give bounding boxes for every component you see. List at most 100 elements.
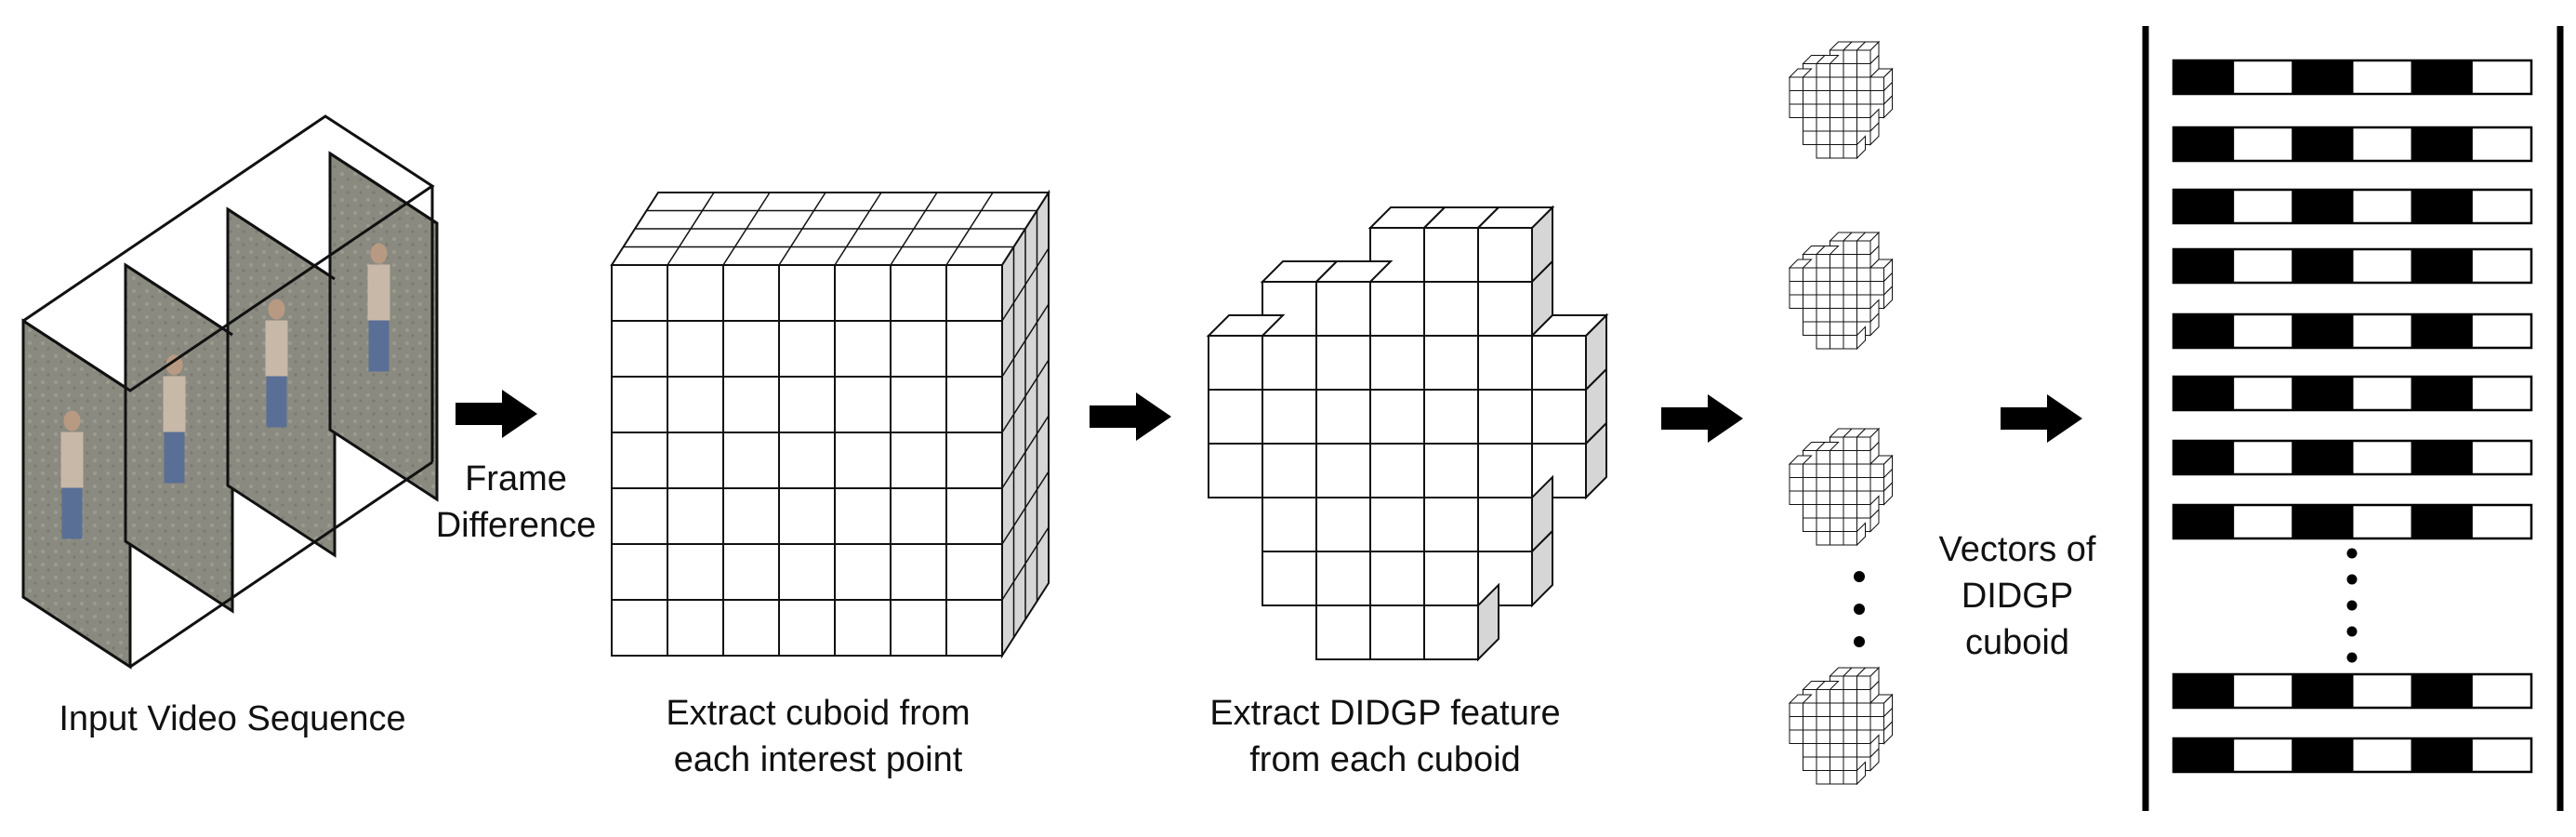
vector-black-segment bbox=[2292, 504, 2354, 539]
right-arrow-icon bbox=[1661, 394, 1743, 443]
mini-cell bbox=[1830, 321, 1844, 336]
mini-cell bbox=[1803, 463, 1817, 478]
mini-cell bbox=[1843, 756, 1857, 771]
vector-outline bbox=[2172, 439, 2533, 476]
didgp-vector bbox=[2172, 737, 2533, 774]
vector-outline bbox=[2172, 375, 2533, 412]
grid-line bbox=[722, 192, 771, 266]
didgp-cell bbox=[1262, 551, 1317, 606]
vector-black-segment bbox=[2411, 737, 2473, 773]
didgp-cell bbox=[1369, 604, 1425, 660]
mini-cell bbox=[1830, 90, 1844, 105]
ellipsis-vertical-icon bbox=[2346, 548, 2358, 663]
mini-cell bbox=[1869, 702, 1884, 717]
didgp-cell bbox=[1423, 281, 1479, 337]
mini-cell bbox=[1843, 49, 1857, 64]
mini-cell bbox=[1816, 517, 1830, 532]
mini-cell bbox=[1816, 144, 1830, 159]
mini-cell bbox=[1830, 117, 1844, 132]
vector-black-segment bbox=[2292, 440, 2354, 475]
right-arrow-icon bbox=[2001, 394, 2082, 443]
person-torso bbox=[367, 264, 390, 321]
mini-cell bbox=[1789, 267, 1803, 282]
mini-cell bbox=[1816, 716, 1830, 731]
mini-cell bbox=[1789, 463, 1803, 478]
didgp-cell bbox=[1477, 227, 1533, 283]
didgp-vector bbox=[2172, 503, 2533, 540]
mini-cell bbox=[1843, 770, 1857, 785]
frames-bottom-edge bbox=[129, 460, 433, 669]
mini-cell bbox=[1830, 130, 1844, 145]
mini-cell bbox=[1830, 63, 1844, 78]
frame-top-divider bbox=[329, 152, 438, 225]
vector-black-segment bbox=[2292, 313, 2354, 349]
mini-cell bbox=[1869, 90, 1884, 105]
mini-cell bbox=[1843, 308, 1857, 323]
vector-white-segment bbox=[2232, 60, 2294, 95]
didgp-cell bbox=[1477, 389, 1533, 445]
mini-cell bbox=[1803, 267, 1817, 282]
didgp-vector bbox=[2172, 59, 2533, 96]
didgp-cell bbox=[1262, 335, 1317, 391]
mini-cell bbox=[1830, 450, 1844, 465]
mini-cell bbox=[1856, 504, 1871, 519]
didgp-vector bbox=[2172, 439, 2533, 476]
didgp-cell bbox=[1208, 389, 1263, 445]
vector-white-segment bbox=[2232, 737, 2294, 773]
didgp-cell bbox=[1477, 281, 1533, 337]
mini-cell bbox=[1843, 689, 1857, 704]
vector-black-segment bbox=[2411, 60, 2473, 95]
vector-white-segment bbox=[2232, 248, 2294, 284]
mini-cell bbox=[1816, 463, 1830, 478]
vector-white-segment bbox=[2351, 737, 2413, 773]
mini-cell bbox=[1869, 463, 1884, 478]
didgp-cell bbox=[1423, 497, 1479, 552]
vector-white-segment bbox=[2470, 126, 2532, 162]
mini-cell bbox=[1816, 103, 1830, 118]
mini-cell bbox=[1856, 702, 1871, 717]
arrows bbox=[456, 390, 2082, 443]
mini-cell bbox=[1816, 756, 1830, 771]
mini-cell bbox=[1816, 281, 1830, 296]
didgp-cell bbox=[1315, 604, 1371, 660]
mini-cell bbox=[1830, 463, 1844, 478]
label-extract-didgp-line1: Extract DIDGP feature bbox=[1209, 694, 1561, 733]
didgp-vector bbox=[2172, 247, 2533, 285]
mini-cell bbox=[1789, 729, 1803, 744]
label-vectors-line2: DIDGP bbox=[1961, 577, 2074, 616]
mini-cell bbox=[1869, 281, 1884, 296]
label-input-video: Input Video Sequence bbox=[19, 696, 446, 742]
didgp-cell bbox=[1423, 389, 1479, 445]
person-torso bbox=[265, 320, 288, 377]
mini-cell bbox=[1816, 267, 1830, 282]
didgp-cell bbox=[1315, 335, 1371, 391]
mini-cell bbox=[1803, 702, 1817, 717]
didgp-cell bbox=[1315, 281, 1371, 337]
mini-cell bbox=[1803, 504, 1817, 519]
didgp-cell bbox=[1531, 389, 1587, 445]
mini-cell bbox=[1816, 689, 1830, 704]
mini-cell bbox=[1856, 254, 1871, 269]
didgp-cell bbox=[1208, 443, 1263, 498]
label-vectors-line1: Vectors of bbox=[1938, 530, 2096, 569]
label-extract-cuboid-line1: Extract cuboid from bbox=[666, 694, 971, 733]
vector-black-segment bbox=[2292, 248, 2354, 284]
mini-cell bbox=[1869, 267, 1884, 282]
didgp-cell bbox=[1262, 389, 1317, 445]
grid-line bbox=[1001, 526, 1050, 601]
mini-cell bbox=[1789, 477, 1803, 492]
vector-black-segment bbox=[2411, 248, 2473, 284]
mini-cell bbox=[1856, 490, 1871, 505]
mini-didgp-icon bbox=[1788, 40, 1894, 160]
label-extract-cuboid: Extract cuboid from each interest point bbox=[614, 690, 1023, 783]
label-vectors-line3: cuboid bbox=[1965, 623, 2069, 662]
vector-black-segment bbox=[2173, 126, 2235, 162]
mini-cell bbox=[1816, 770, 1830, 785]
vector-black-segment bbox=[2292, 376, 2354, 411]
person-legs bbox=[266, 376, 287, 428]
vector-outline bbox=[2172, 188, 2533, 225]
mini-cell bbox=[1856, 308, 1871, 323]
mini-cell bbox=[1843, 76, 1857, 91]
mini-cell bbox=[1830, 716, 1844, 731]
